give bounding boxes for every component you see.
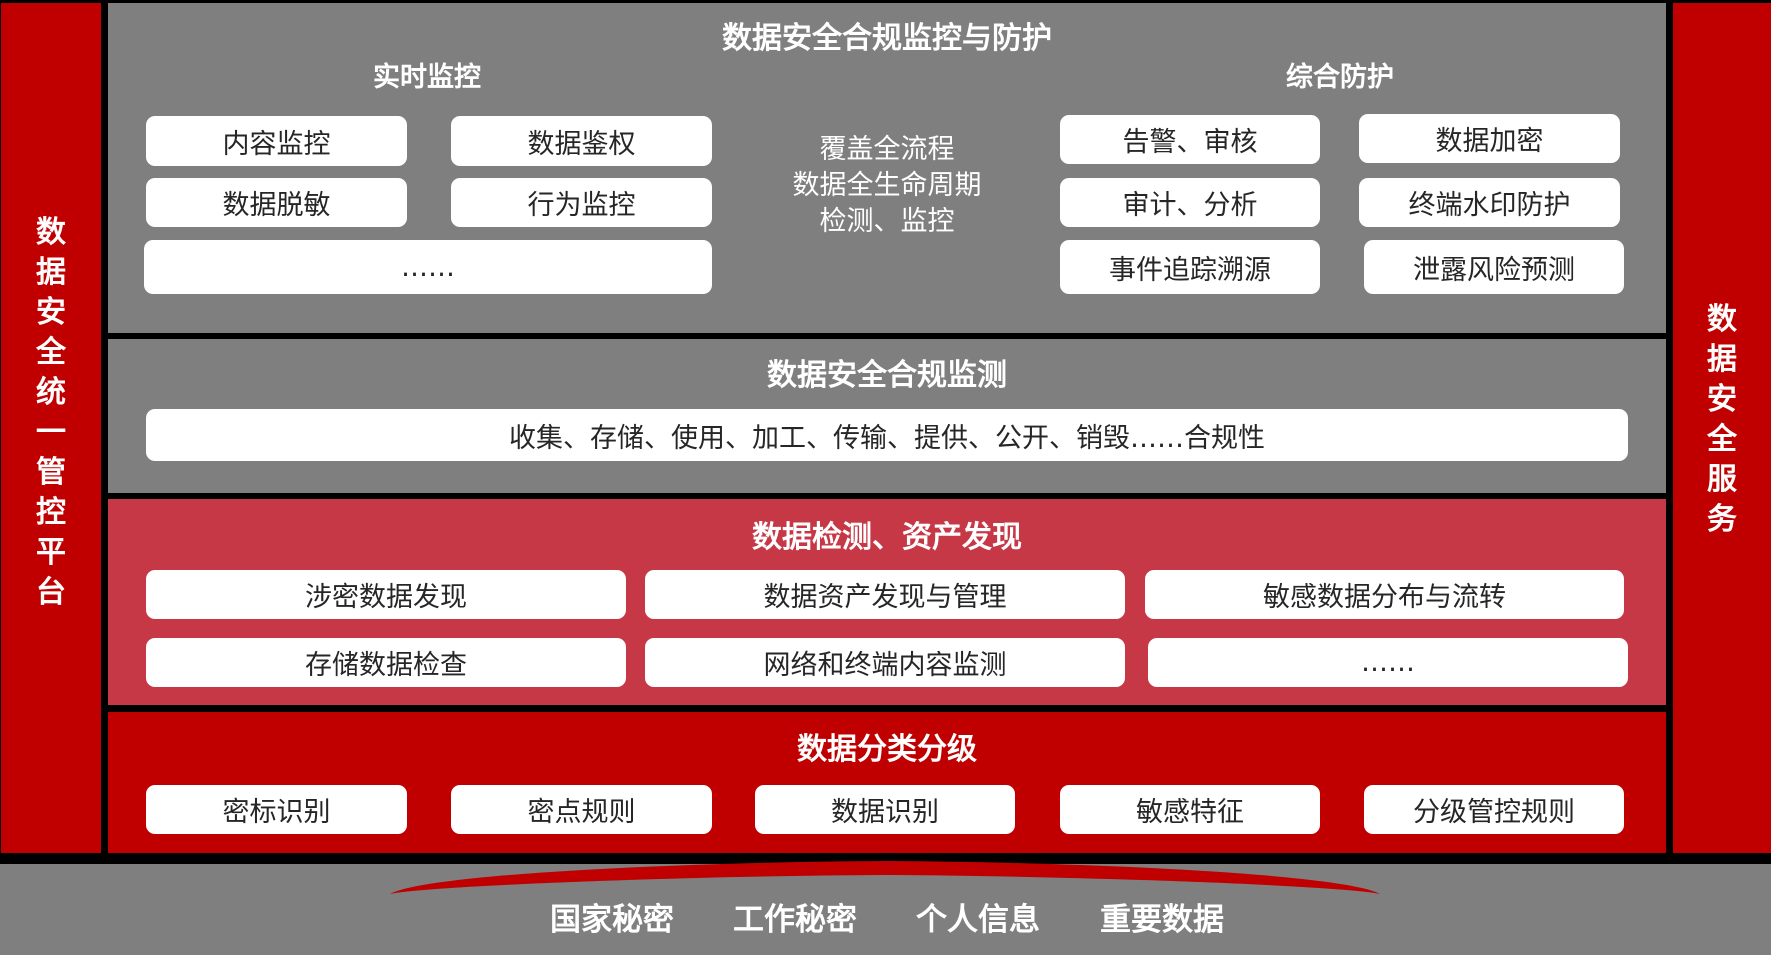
sidebar-char: 安: [1707, 382, 1737, 417]
sidebar-char: 数: [36, 215, 66, 250]
item-discovery-more[interactable]: ……: [1148, 638, 1628, 687]
right-sidebar-label: 数 据 安 全 服 务: [1673, 300, 1771, 540]
center-line: 覆盖全流程: [819, 134, 955, 165]
item-realtime-more[interactable]: ……: [144, 240, 712, 294]
sidebar-char: 据: [36, 255, 66, 290]
item-event-tracing[interactable]: 事件追踪溯源: [1060, 240, 1320, 294]
layer-protection-title: 数据安全合规监控与防护: [722, 21, 1052, 56]
foundation-important-data: 重要数据: [1100, 902, 1224, 938]
item-data-recognition[interactable]: 数据识别: [755, 785, 1015, 834]
center-line: 检测、监控: [819, 206, 955, 237]
layer-discovery-title: 数据检测、资产发现: [752, 520, 1022, 555]
item-data-encryption[interactable]: 数据加密: [1359, 114, 1620, 163]
right-sidebar-service: 数 据 安 全 服 务: [1673, 3, 1771, 853]
item-terminal-watermark[interactable]: 终端水印防护: [1359, 178, 1620, 227]
item-classified-data-discovery[interactable]: 涉密数据发现: [146, 570, 626, 619]
sidebar-char: 控: [36, 495, 66, 530]
sidebar-char: 务: [1707, 502, 1737, 537]
left-sidebar-platform: 数 据 安 全 统 一 管 控 平 台: [1, 3, 101, 853]
item-leak-risk-prediction[interactable]: 泄露风险预测: [1364, 240, 1624, 294]
comprehensive-protection-title: 综合防护: [1286, 62, 1394, 93]
left-sidebar-label: 数 据 安 全 统 一 管 控 平 台: [1, 213, 101, 613]
sidebar-char: 平: [36, 535, 66, 570]
foundation-state-secrets: 国家秘密: [550, 902, 674, 938]
item-audit-analysis[interactable]: 审计、分析: [1060, 178, 1320, 227]
arc-decoration: [390, 861, 1380, 894]
sidebar-char: 管: [36, 455, 66, 490]
item-data-masking[interactable]: 数据脱敏: [146, 178, 407, 227]
item-sensitive-data-flow[interactable]: 敏感数据分布与流转: [1145, 570, 1624, 619]
foundation-personal-info: 个人信息: [916, 902, 1040, 938]
lifecycle-coverage-text: 覆盖全流程 数据全生命周期 检测、监控: [787, 132, 987, 240]
item-content-monitor[interactable]: 内容监控: [146, 116, 407, 166]
foundation-work-secrets: 工作秘密: [733, 902, 857, 938]
sidebar-char: 一: [36, 415, 66, 450]
sidebar-char: 台: [36, 575, 66, 610]
sidebar-char: 据: [1707, 342, 1737, 377]
sidebar-char: 全: [36, 335, 66, 370]
sidebar-char: 服: [1707, 462, 1737, 497]
sidebar-char: 统: [36, 375, 66, 410]
foundation-bar: [0, 864, 1771, 955]
item-alert-review[interactable]: 告警、审核: [1060, 115, 1320, 164]
center-line: 数据全生命周期: [792, 170, 982, 201]
realtime-monitor-title: 实时监控: [373, 62, 481, 93]
item-secret-mark[interactable]: 密标识别: [146, 785, 407, 834]
sidebar-char: 数: [1707, 302, 1737, 337]
item-storage-check[interactable]: 存储数据检查: [146, 638, 626, 687]
sidebar-char: 安: [36, 295, 66, 330]
item-sensitive-features[interactable]: 敏感特征: [1060, 785, 1320, 834]
item-compliance-lifecycle[interactable]: 收集、存储、使用、加工、传输、提供、公开、销毁……合规性: [146, 409, 1628, 461]
item-grading-rules[interactable]: 分级管控规则: [1364, 785, 1624, 834]
item-network-terminal-monitor[interactable]: 网络和终端内容监测: [645, 638, 1125, 687]
item-asset-discovery[interactable]: 数据资产发现与管理: [645, 570, 1125, 619]
item-secret-rules[interactable]: 密点规则: [451, 785, 712, 834]
layer-compliance-title: 数据安全合规监测: [767, 358, 1007, 393]
item-behavior-monitor[interactable]: 行为监控: [451, 178, 712, 227]
layer-classification-title: 数据分类分级: [797, 732, 977, 767]
item-data-auth[interactable]: 数据鉴权: [451, 116, 712, 166]
sidebar-char: 全: [1707, 422, 1737, 457]
